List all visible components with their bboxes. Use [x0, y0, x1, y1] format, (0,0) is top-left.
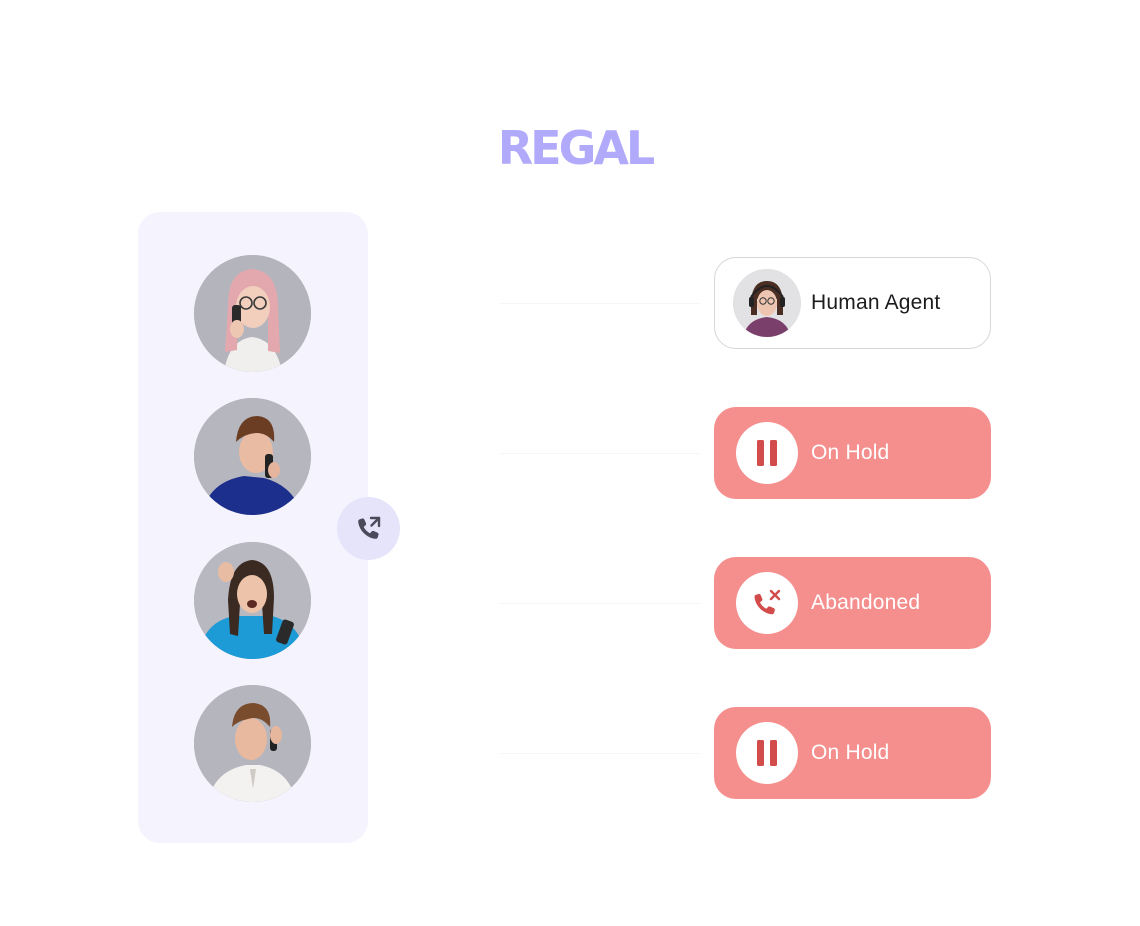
pause-icon [736, 722, 798, 784]
status-label: Human Agent [811, 291, 941, 314]
agent-avatar [733, 269, 801, 337]
connector-line [500, 453, 700, 454]
caller-avatar-2 [194, 398, 311, 515]
phone-outgoing-icon[interactable] [337, 497, 400, 560]
connector-line [500, 303, 700, 304]
connector-line [500, 753, 700, 754]
status-label: On Hold [811, 741, 890, 764]
caller-avatar-3 [194, 542, 311, 659]
status-label: Abandoned [811, 591, 921, 614]
status-card-abandoned[interactable]: Abandoned [714, 557, 991, 649]
regal-logo: REGAL [490, 118, 660, 178]
phone-outgoing-glyph [357, 516, 380, 539]
connector-line [500, 603, 700, 604]
logo-text: REGAL [497, 121, 656, 175]
status-card-human-agent[interactable]: Human Agent [714, 257, 991, 349]
status-card-on-hold-1[interactable]: On Hold [714, 407, 991, 499]
status-label: On Hold [811, 441, 890, 464]
pause-icon [736, 422, 798, 484]
caller-avatar-4 [194, 685, 311, 802]
caller-queue-panel [138, 212, 368, 843]
caller-avatar-1 [194, 255, 311, 372]
phone-missed-icon [736, 572, 798, 634]
status-card-on-hold-2[interactable]: On Hold [714, 707, 991, 799]
